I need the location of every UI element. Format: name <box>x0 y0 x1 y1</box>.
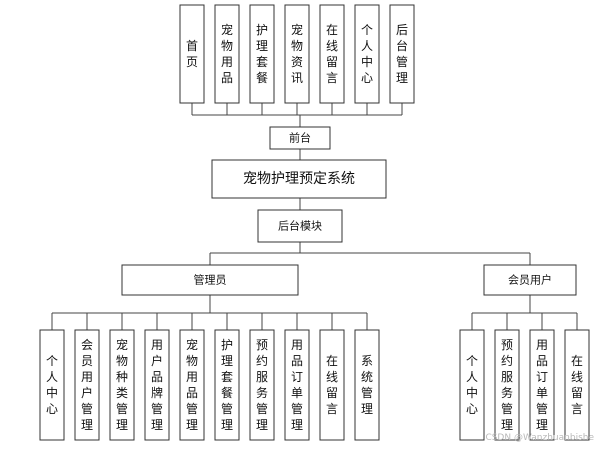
system-node-box <box>211 159 387 199</box>
system-node: 宠物护理预定系统 <box>211 159 387 199</box>
admin-item-8-label: 用品订单管理 <box>291 338 303 432</box>
frontend-item-4-label: 宠物资讯 <box>291 22 303 85</box>
admin-item-1-label: 个人中心 <box>46 354 58 416</box>
admin-node-box <box>121 264 299 296</box>
admin-item-7: 预约服务管理 <box>249 329 275 441</box>
member-item-2: 预约服务管理 <box>494 329 520 441</box>
member-item-3-label: 用品订单管理 <box>536 338 548 432</box>
frontend-item-5-box <box>319 4 345 104</box>
admin-item-10-label: 系统管理 <box>361 354 373 416</box>
member-item-1-label: 个人中心 <box>466 354 478 416</box>
member-item-4-box <box>564 329 590 441</box>
backend-node-label: 后台模块 <box>278 219 322 233</box>
backend-node-box <box>257 209 343 243</box>
frontend-item-3-box <box>249 4 275 104</box>
frontend-item-7-box <box>389 4 415 104</box>
admin-item-10: 系统管理 <box>354 329 380 441</box>
member-item-1-box <box>459 329 485 441</box>
admin-item-8: 用品订单管理 <box>284 329 310 441</box>
frontend-item-4: 宠物资讯 <box>284 4 310 104</box>
admin-item-5: 宠物用品管理 <box>179 329 205 441</box>
member-item-1: 个人中心 <box>459 329 485 441</box>
admin-item-1: 个人中心 <box>39 329 65 441</box>
frontend-item-1-label: 首页 <box>186 39 198 69</box>
backend-node: 后台模块 <box>257 209 343 243</box>
admin-item-2-box <box>74 329 100 441</box>
admin-item-4-box <box>144 329 170 441</box>
admin-item-4-label: 用户品牌管理 <box>151 338 163 432</box>
frontend-node-label: 前台 <box>289 131 311 145</box>
admin-item-1-box <box>39 329 65 441</box>
admin-item-9-box <box>319 329 345 441</box>
member-item-2-box <box>494 329 520 441</box>
admin-item-9-label: 在线留言 <box>326 354 338 416</box>
frontend-item-3: 护理套餐 <box>249 4 275 104</box>
admin-item-3-box <box>109 329 135 441</box>
admin-item-2: 会员用户管理 <box>74 329 100 441</box>
admin-item-8-box <box>284 329 310 441</box>
diagram-nodes: 首页宠物用品护理套餐宠物资讯在线留言个人中心后台管理前台宠物护理预定系统后台模块… <box>39 4 590 441</box>
member-item-2-label: 预约服务管理 <box>501 338 513 432</box>
admin-item-9: 在线留言 <box>319 329 345 441</box>
admin-item-3: 宠物种类管理 <box>109 329 135 441</box>
connector-lines <box>51 103 578 330</box>
member-node-label: 会员用户 <box>508 273 552 287</box>
frontend-item-1: 首页 <box>179 4 205 104</box>
frontend-item-6: 个人中心 <box>354 4 380 104</box>
frontend-item-5: 在线留言 <box>319 4 345 104</box>
member-node: 会员用户 <box>483 264 577 296</box>
frontend-item-7: 后台管理 <box>389 4 415 104</box>
frontend-item-5-label: 在线留言 <box>326 23 338 85</box>
watermark: CSDN @Wanzhuanbishe <box>485 433 594 443</box>
admin-item-7-label: 预约服务管理 <box>256 338 268 432</box>
frontend-item-1-box <box>179 4 205 104</box>
member-item-4: 在线留言 <box>564 329 590 441</box>
member-item-3-box <box>529 329 555 441</box>
frontend-node-box <box>269 126 331 150</box>
frontend-item-2-label: 宠物用品 <box>221 22 233 85</box>
frontend-item-6-box <box>354 4 380 104</box>
admin-item-2-label: 会员用户管理 <box>81 338 93 432</box>
frontend-item-2: 宠物用品 <box>214 4 240 104</box>
admin-item-10-box <box>354 329 380 441</box>
admin-item-6-label: 护理套餐管理 <box>221 338 233 432</box>
admin-item-7-box <box>249 329 275 441</box>
member-item-3: 用品订单管理 <box>529 329 555 441</box>
admin-item-5-box <box>179 329 205 441</box>
admin-item-6-box <box>214 329 240 441</box>
member-node-box <box>483 264 577 296</box>
member-item-4-label: 在线留言 <box>571 354 583 416</box>
frontend-item-6-label: 个人中心 <box>361 23 373 85</box>
admin-node-label: 管理员 <box>194 273 227 287</box>
frontend-item-3-label: 护理套餐 <box>256 23 268 85</box>
frontend-item-4-box <box>284 4 310 104</box>
frontend-item-7-label: 后台管理 <box>396 23 408 85</box>
admin-item-3-label: 宠物种类管理 <box>116 337 128 432</box>
frontend-node: 前台 <box>269 126 331 150</box>
system-node-label: 宠物护理预定系统 <box>243 171 355 187</box>
admin-node: 管理员 <box>121 264 299 296</box>
admin-item-5-label: 宠物用品管理 <box>186 337 198 432</box>
admin-item-6: 护理套餐管理 <box>214 329 240 441</box>
frontend-item-2-box <box>214 4 240 104</box>
admin-item-4: 用户品牌管理 <box>144 329 170 441</box>
